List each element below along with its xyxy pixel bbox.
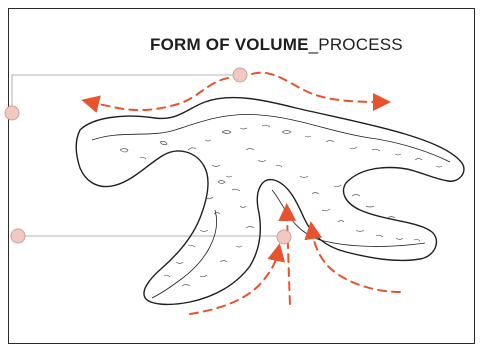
marker-top-icon[interactable] — [233, 68, 247, 82]
volume-form — [76, 98, 464, 305]
markers — [5, 68, 291, 244]
form-outline — [76, 98, 464, 305]
process-arrows — [90, 73, 400, 314]
arrow-up-center — [287, 212, 290, 304]
arrow-bottom-right — [312, 230, 400, 292]
guide-lines — [12, 75, 284, 236]
guide-line-top — [12, 75, 240, 113]
marker-left-middle-icon[interactable] — [11, 229, 25, 243]
arrow-left-top — [90, 78, 228, 110]
marker-center-icon[interactable] — [277, 230, 291, 244]
arrow-right-top — [252, 73, 382, 102]
marker-left-top-icon[interactable] — [5, 106, 19, 120]
